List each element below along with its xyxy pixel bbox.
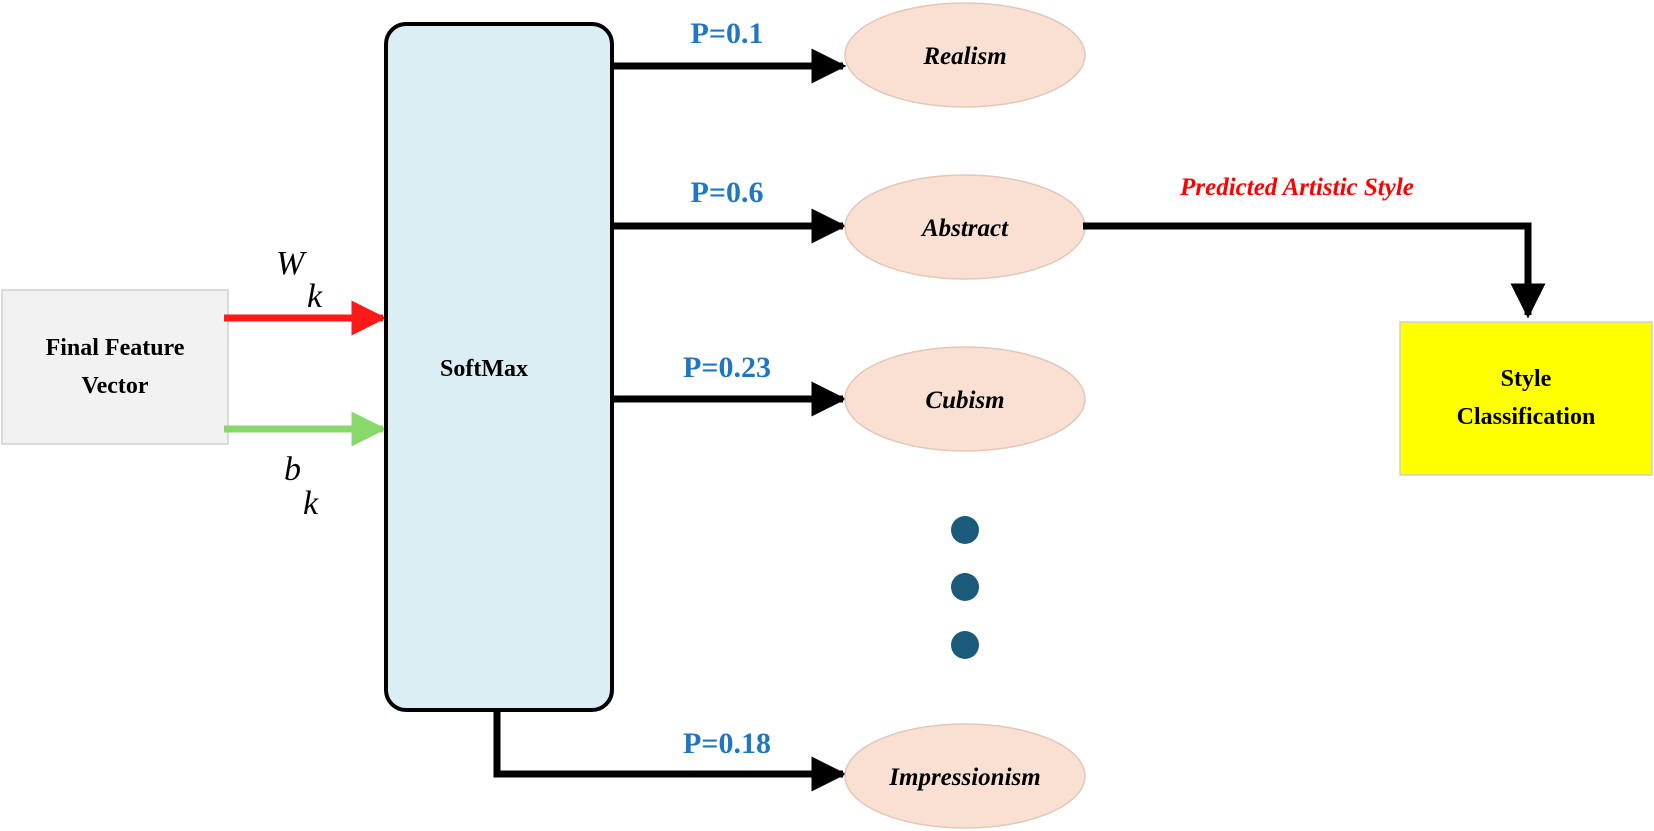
input-box: Final Feature Vector	[1, 289, 229, 445]
class-impressionism-ellipse	[844, 723, 1086, 829]
bias-label-main: b	[284, 451, 301, 488]
class-cubism: Cubism	[844, 346, 1086, 452]
weight-label-sub: k	[307, 278, 323, 315]
input-box-label-line2: Vector	[81, 373, 148, 399]
class-impressionism: Impressionism	[844, 723, 1086, 829]
output-box-label-line2: Classification	[1457, 404, 1596, 430]
softmax-box: SoftMax	[384, 22, 614, 712]
ellipsis-dot-1	[951, 516, 979, 544]
arrow-impressionism	[493, 710, 847, 792]
class-realism: Realism	[844, 2, 1086, 108]
ellipsis-dot-3	[951, 631, 979, 659]
predicted-label: Predicted Artistic Style	[1179, 174, 1414, 201]
output-box-label-line1: Style	[1501, 366, 1552, 392]
input-box-rect	[1, 289, 229, 445]
class-cubism-ellipse	[844, 346, 1086, 452]
weight-label-main: W	[276, 245, 307, 282]
probability-realism: P=0.1	[691, 17, 764, 50]
ellipsis-dot-2	[951, 573, 979, 601]
softmax-label: SoftMax	[440, 356, 528, 382]
class-realism-ellipse	[844, 2, 1086, 108]
input-box-label-line1: Final Feature	[46, 335, 185, 361]
predicted-arrow	[1083, 222, 1546, 319]
class-impressionism-label: Impressionism	[888, 764, 1040, 791]
probability-cubism: P=0.23	[683, 351, 771, 384]
output-box: Style Classification	[1399, 321, 1653, 476]
class-cubism-label: Cubism	[925, 387, 1004, 414]
bias-label-sub: k	[303, 485, 319, 522]
probability-impressionism: P=0.18	[683, 727, 771, 760]
class-realism-label: Realism	[922, 43, 1006, 70]
class-abstract-label: Abstract	[920, 215, 1009, 242]
output-box-rect	[1399, 321, 1653, 476]
probability-abstract: P=0.6	[691, 176, 764, 209]
class-abstract: Abstract	[844, 174, 1086, 280]
